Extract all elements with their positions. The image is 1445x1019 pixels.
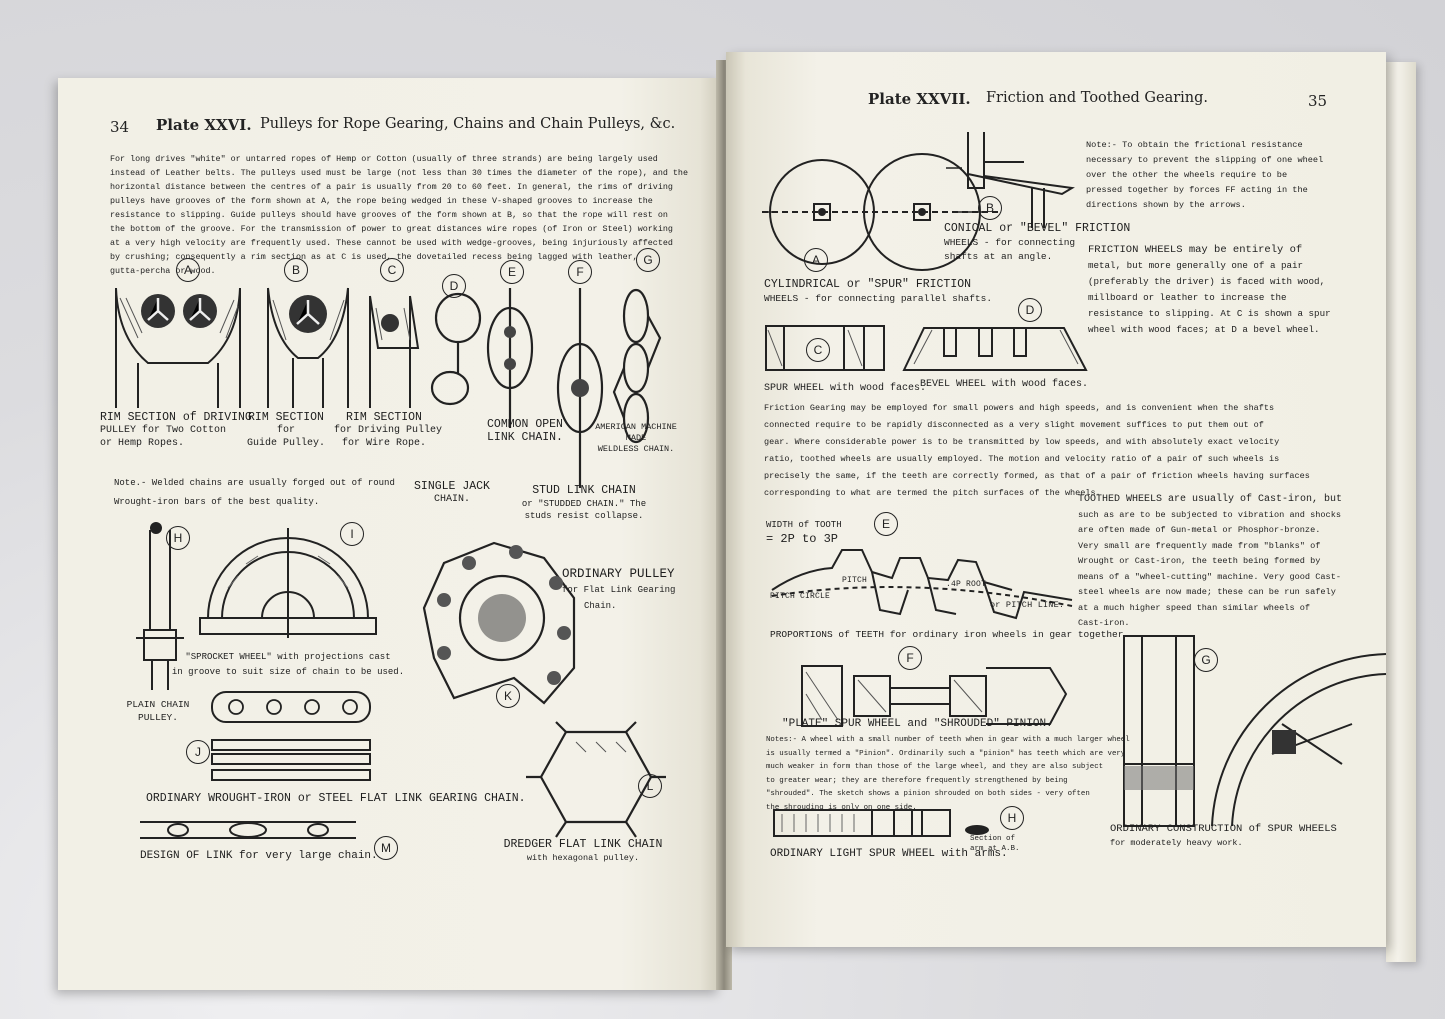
label-g: G: [636, 248, 660, 272]
label-c: C: [380, 258, 404, 282]
caption-rim-a: RIM SECTION of DRIVING PULLEY for Two Co…: [100, 411, 252, 449]
right-page: Plate XXVII. Friction and Toothed Gearin…: [726, 52, 1386, 947]
caption-common-open-link: COMMON OPEN LINK CHAIN.: [487, 418, 563, 444]
label-j: J: [186, 740, 210, 764]
label-e: E: [500, 260, 524, 284]
caption-width-of-tooth: WIDTH of TOOTH = 2P to 3P: [766, 520, 842, 546]
caption-rim-b: RIM SECTION for Guide Pulley.: [246, 411, 325, 449]
label-l: L: [638, 774, 662, 798]
caption-flat-link-chain: ORDINARY WROUGHT-IRON or STEEL FLAT LINK…: [146, 792, 526, 805]
caption-dredger-chain: DREDGER FLAT LINK CHAIN with hexagonal p…: [503, 838, 663, 863]
left-page-number: 34: [110, 118, 130, 136]
label-root: .4P ROOT: [946, 580, 987, 589]
spur-wheel-construction-drawing: [1122, 634, 1386, 830]
label-pitch: PITCH: [842, 576, 868, 585]
label-pitch-line: or PITCH LINE.: [990, 600, 1065, 610]
caption-stud-link: STUD LINK CHAIN or "STUDDED CHAIN." The …: [521, 484, 647, 521]
gear-teeth-drawing: [772, 530, 1072, 630]
label-h-right: H: [1000, 806, 1024, 830]
caption-ordinary-construction: ORDINARY CONSTRUCTION of SPUR WHEELS for…: [1110, 823, 1337, 848]
caption-welded-note: Note.- Welded chains are usually forged …: [114, 478, 395, 507]
right-plate-title: Friction and Toothed Gearing.: [986, 90, 1209, 106]
caption-bevel-wheel-wood: BEVEL WHEEL with wood faces.: [920, 379, 1089, 390]
label-d-right: D: [1018, 298, 1042, 322]
arm-section-drawing: [965, 825, 989, 835]
label-d: D: [442, 274, 466, 298]
flat-link-chain-drawing: [206, 690, 376, 790]
label-a: A: [176, 258, 200, 282]
rim-section-drawings: [108, 278, 418, 408]
light-spur-wheel-drawing: [772, 808, 952, 844]
label-e-right: E: [874, 512, 898, 536]
notes-pinion-paragraph: Notes:- A wheel with a small number of t…: [766, 736, 1130, 812]
label-g-right: G: [1194, 648, 1218, 672]
ordinary-pulley-drawing: [414, 538, 594, 708]
label-f-right: F: [898, 646, 922, 670]
toothed-wheels-paragraph: TOOTHED WHEELS are usually of Cast-iron,…: [1078, 494, 1343, 628]
left-plate-title: Pulleys for Rope Gearing, Chains and Cha…: [260, 116, 676, 132]
wood-faced-wheels-drawing: [764, 320, 1094, 376]
caption-design-of-link: DESIGN OF LINK for very large chain.: [140, 850, 378, 862]
right-plate-number: Plate XXVII.: [868, 90, 971, 108]
caption-spur-wheel-wood: SPUR WHEEL with wood faces.: [764, 383, 927, 394]
caption-light-spur-wheel: ORDINARY LIGHT SPUR WHEEL with arms.: [770, 848, 1008, 860]
label-f: F: [568, 260, 592, 284]
label-a-right: A: [804, 248, 828, 272]
friction-gearing-paragraph: Friction Gearing may be employed for sma…: [764, 403, 1310, 498]
page-edges: [1386, 62, 1416, 962]
right-page-number: 35: [1308, 92, 1328, 110]
left-page: 34 Plate XXVI. Pulleys for Rope Gearing,…: [58, 78, 720, 990]
caption-sprocket-wheel: "SPROCKET WHEEL" with projections cast i…: [171, 652, 405, 677]
caption-rim-c: RIM SECTION for Driving Pulley for Wire …: [334, 411, 443, 449]
caption-cylindrical-wheels: CYLINDRICAL or "SPUR" FRICTION WHEELS - …: [764, 278, 993, 304]
label-b: B: [284, 258, 308, 282]
caption-single-jack: SINGLE JACK CHAIN.: [414, 480, 490, 505]
caption-proportions-of-teeth: PROPORTIONS of TEETH for ordinary iron w…: [770, 629, 1130, 640]
sprocket-wheel-drawing: [198, 528, 378, 638]
label-k: K: [496, 684, 520, 708]
note-frictional-resistance: Note:- To obtain the frictional resistan…: [1086, 140, 1324, 210]
label-m: M: [374, 836, 398, 860]
caption-plain-chain-pulley: PLAIN CHAIN PULLEY.: [126, 699, 190, 723]
plate-spur-wheel-drawing: [800, 664, 1070, 730]
caption-plate-spur-wheel: "PLATE" SPUR WHEEL and "SHROUDED" PINION…: [782, 718, 1053, 730]
caption-section-of-arm: Section of arm at A.B.: [970, 835, 1020, 853]
left-plate-number: Plate XXVI.: [156, 116, 252, 134]
design-of-link-drawing: [138, 818, 358, 842]
label-h-left: H: [166, 526, 190, 550]
left-intro-paragraph: For long drives "white" or untarred rope…: [110, 154, 688, 276]
caption-american-chain: AMERICAN MACHINE MADE WELDLESS CHAIN.: [595, 422, 677, 454]
label-b-right: B: [978, 196, 1002, 220]
friction-wheels-paragraph: FRICTION WHEELS may be entirely of metal…: [1088, 244, 1331, 335]
label-pitch-circle: PITCH CIRCLE: [770, 592, 831, 601]
caption-conical-wheels: CONICAL or "BEVEL" FRICTION WHEELS - for…: [944, 222, 1131, 262]
label-i: I: [340, 522, 364, 546]
label-c-right: C: [806, 338, 830, 362]
chain-drawings: [426, 288, 676, 488]
caption-ordinary-pulley: ORDINARY PULLEY for Flat Link Gearing Ch…: [562, 567, 676, 611]
